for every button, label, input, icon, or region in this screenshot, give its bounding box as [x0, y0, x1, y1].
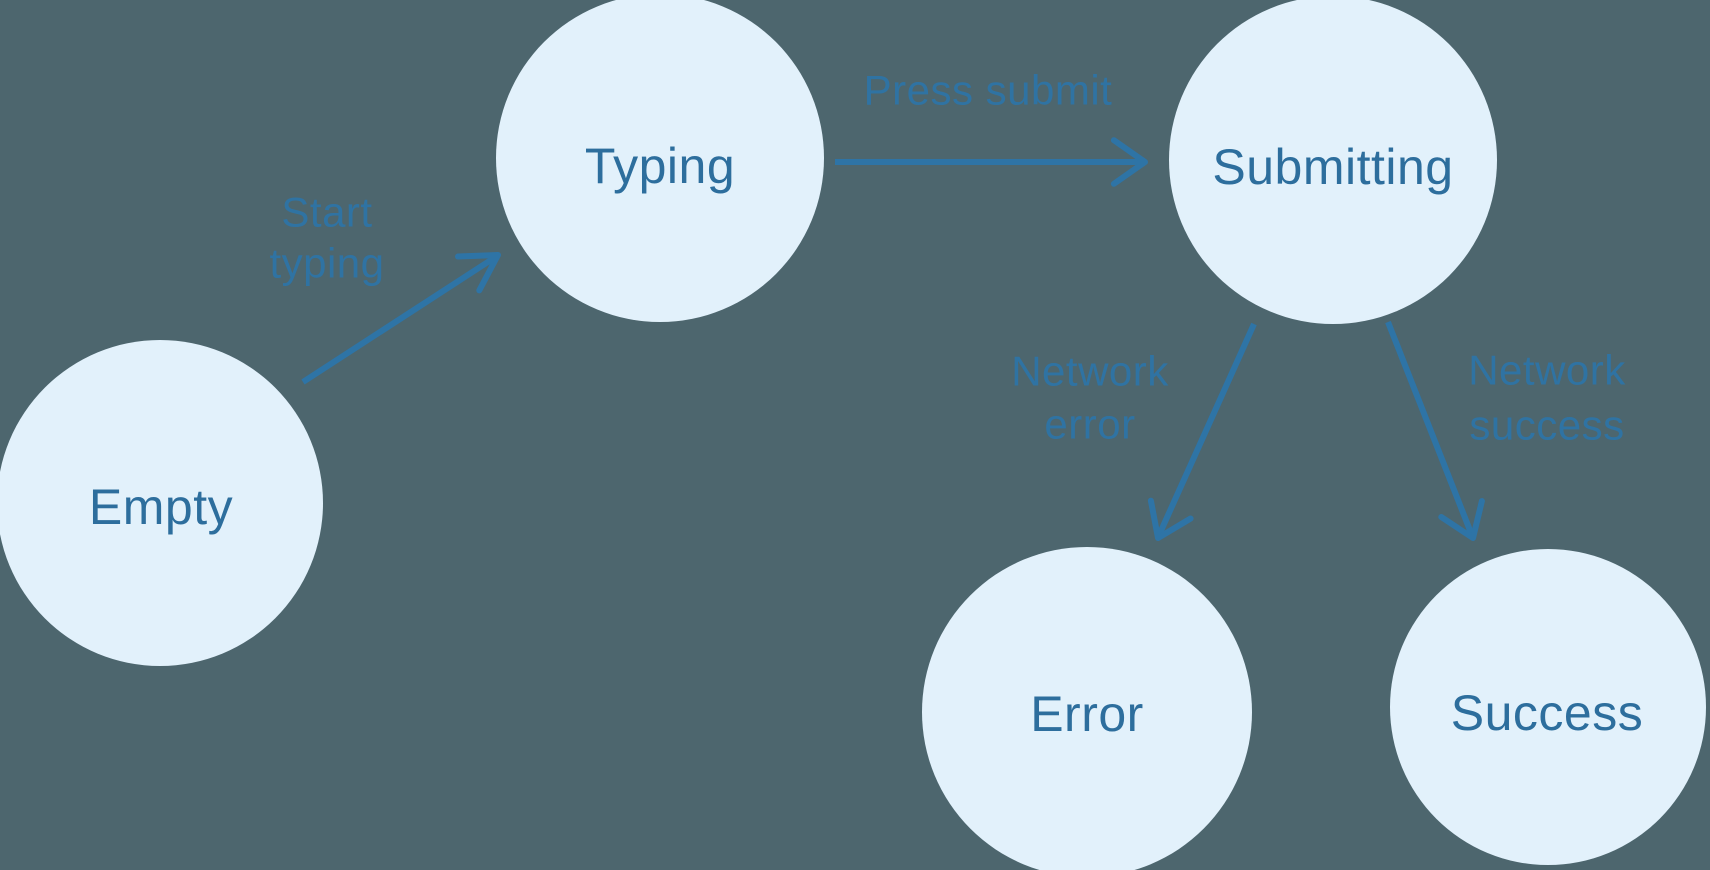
arrowhead-icon	[455, 252, 501, 294]
edge-start-typing-label-line2: typing	[269, 240, 384, 287]
arrowhead-icon	[1438, 498, 1485, 541]
state-empty[interactable]: Empty	[0, 340, 323, 666]
state-success-label: Success	[1451, 685, 1643, 741]
state-empty-circle[interactable]	[0, 340, 323, 666]
edge-start-typing-label-line1: Start	[281, 189, 372, 236]
edge-start-typing-line	[301, 255, 496, 385]
edge-network-success-label-line1: Network	[1468, 347, 1626, 394]
state-typing-label: Typing	[585, 138, 735, 194]
state-submitting[interactable]: Submitting	[1169, 0, 1497, 324]
state-typing[interactable]: Typing	[496, 0, 824, 322]
edge-network-error-label-line2: error	[1044, 401, 1135, 448]
state-typing-circle[interactable]	[496, 0, 824, 322]
edge-network-success-label-line2: success	[1469, 402, 1624, 449]
edge-network-success-line	[1385, 320, 1474, 535]
state-success[interactable]: Success	[1390, 549, 1706, 865]
edge-press-submit-label: Press submit	[864, 67, 1113, 114]
edge-network-error: Network error	[1011, 322, 1257, 541]
state-error[interactable]: Error	[922, 547, 1252, 870]
edge-network-error-line	[1157, 322, 1257, 535]
arrowhead-icon	[1110, 137, 1148, 187]
edge-network-success: Network success	[1385, 320, 1626, 541]
state-empty-label: Empty	[89, 479, 233, 535]
state-submitting-label: Submitting	[1212, 139, 1453, 195]
state-submitting-circle[interactable]	[1169, 0, 1497, 324]
arrowhead-icon	[1147, 497, 1194, 541]
edge-press-submit: Press submit	[835, 67, 1148, 187]
edge-start-typing: Start typing	[269, 189, 501, 385]
state-error-circle[interactable]	[922, 547, 1252, 870]
state-success-circle[interactable]	[1390, 549, 1706, 865]
state-error-label: Error	[1030, 686, 1144, 742]
edge-network-error-label-line1: Network	[1011, 348, 1169, 395]
